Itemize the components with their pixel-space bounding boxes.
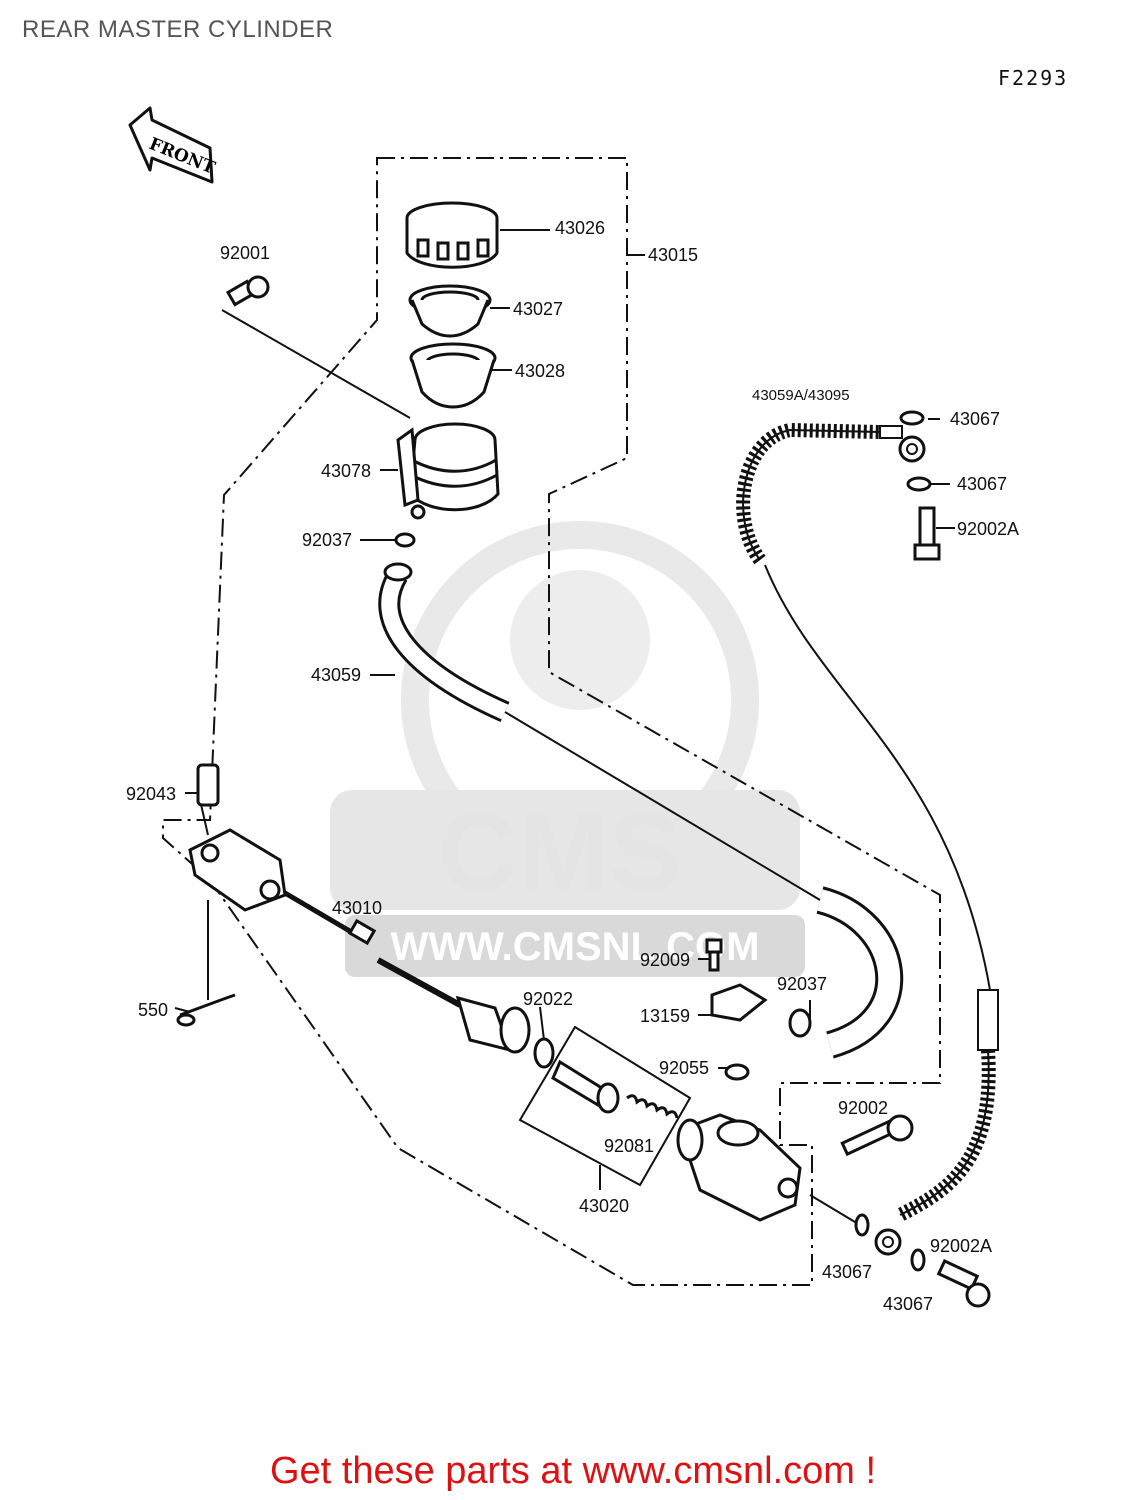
front-arrow: FRONT xyxy=(128,106,218,184)
label-43026: 43026 xyxy=(555,218,605,238)
label-92055: 92055 xyxy=(659,1058,709,1078)
reservoir-parts xyxy=(225,201,500,520)
watermark-brand: CMS xyxy=(438,791,682,914)
assembly-outline xyxy=(162,157,941,1286)
label-43027: 43027 xyxy=(513,299,563,319)
label-43028: 43028 xyxy=(515,361,565,381)
watermark: CMS WWW.CMSNL.COM xyxy=(330,521,805,977)
master-cylinder-body xyxy=(676,938,812,1222)
label-43067-bottom1: 43067 xyxy=(822,1262,872,1282)
label-43067-top2: 43067 xyxy=(957,474,1007,494)
label-43078: 43078 xyxy=(321,461,371,481)
brake-hose xyxy=(736,422,999,1256)
washers-bolts xyxy=(840,410,991,1308)
label-92043: 92043 xyxy=(126,784,176,804)
label-43010: 43010 xyxy=(332,898,382,918)
label-92002a-top: 92002A xyxy=(957,519,1019,539)
label-550: 550 xyxy=(138,1000,168,1020)
page-title: REAR MASTER CYLINDER xyxy=(22,16,334,43)
label-43020: 43020 xyxy=(579,1196,629,1216)
label-92002a-bottom: 92002A xyxy=(930,1236,992,1256)
reservoir-hose xyxy=(378,532,904,1059)
figure-code: F2293 xyxy=(998,66,1069,90)
label-43015: 43015 xyxy=(648,245,698,265)
pushrod-assembly xyxy=(176,763,555,1069)
label-92001: 92001 xyxy=(220,243,270,263)
label-92037-upper: 92037 xyxy=(302,530,352,550)
piston-kit xyxy=(518,1025,750,1187)
label-43067-bottom2: 43067 xyxy=(883,1294,933,1314)
footer-link-text[interactable]: Get these parts at www.cmsnl.com ! xyxy=(269,1450,877,1492)
label-92037-lower: 92037 xyxy=(777,974,827,994)
label-43059a-43095: 43059A/43095 xyxy=(752,387,850,404)
label-43067-top1: 43067 xyxy=(950,409,1000,429)
label-43059: 43059 xyxy=(311,665,361,685)
label-92022: 92022 xyxy=(523,989,573,1009)
part-labels: 43026 43015 92001 43027 43028 43059A/430… xyxy=(126,218,1019,1314)
watermark-url: WWW.CMSNL.COM xyxy=(391,925,760,969)
label-92009: 92009 xyxy=(640,950,690,970)
hose-guide xyxy=(504,711,821,901)
label-92002: 92002 xyxy=(838,1098,888,1118)
label-92081: 92081 xyxy=(604,1136,654,1156)
label-13159: 13159 xyxy=(640,1006,690,1026)
